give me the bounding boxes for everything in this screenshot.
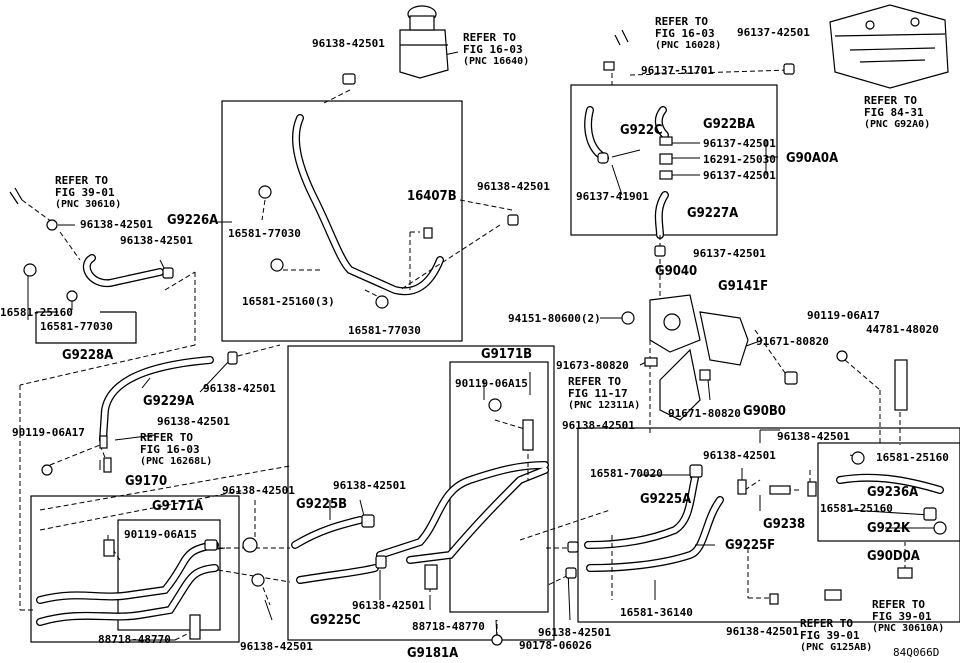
part-16581-77030: 16581-77030: [348, 324, 421, 337]
part-96138-42501: 96138-42501: [203, 382, 276, 395]
part-96138-42501: 96138-42501: [222, 484, 295, 497]
group-g9228a: G9228A: [62, 348, 114, 363]
group-g90a0a: G90A0A: [786, 151, 839, 166]
box-g90a0a: [570, 84, 778, 236]
part-16581-25160: 16581-25160: [876, 451, 949, 464]
group-g9225c: G9225C: [310, 613, 361, 628]
part-16581-77030: 16581-77030: [228, 227, 301, 240]
part-96137-41901: 96137-41901: [576, 190, 649, 203]
group-g922k: G922K: [867, 521, 911, 536]
diagram-id: 84Q066D: [893, 646, 940, 659]
group-g9141f: G9141F: [718, 279, 769, 294]
part-96137-51701: 96137-51701: [641, 64, 714, 77]
part-91673-80820: 91673-80820: [556, 359, 629, 372]
part-96138-42501: 96138-42501: [352, 599, 425, 612]
part-16581-77030: 16581-77030: [40, 320, 113, 333]
box-g9170: [30, 495, 240, 643]
part-90178-06026: 90178-06026: [519, 639, 592, 652]
part-96138-42501: 96138-42501: [726, 625, 799, 638]
group-g9226a: G9226A: [167, 213, 219, 228]
part-96137-42501: 96137-42501: [737, 26, 810, 39]
part-96137-42501: 96137-42501: [703, 169, 776, 182]
reservoir-drawing: [399, 5, 449, 79]
group-g9236a: G9236A: [867, 485, 919, 500]
part-90119-06a17: 90119-06A17: [807, 309, 880, 322]
part-90119-06a15: 90119-06A15: [455, 377, 528, 390]
part-88718-48770: 88718-48770: [412, 620, 485, 633]
group-g9171a: G9171A: [152, 499, 204, 514]
refer-fig-16-03-pnc-16640[interactable]: REFER TO FIG 16-03 (PNC 16640): [463, 31, 530, 68]
box-g9181a: [287, 345, 555, 641]
group-g9170: G9170: [125, 474, 168, 489]
refer-fig-39-01-pnc-g125ab[interactable]: REFER TO FIG 39-01 (PNC G125AB): [800, 617, 873, 654]
group-g9225a: G9225A: [640, 492, 692, 507]
part-91671-80820: 91671-80820: [756, 335, 829, 348]
group-g922ba: G922BA: [703, 117, 755, 132]
box-g9226a: [221, 100, 463, 342]
group-g9225f: G9225F: [725, 538, 776, 553]
group-g9171b: G9171B: [481, 347, 533, 362]
part-96138-42501: 96138-42501: [477, 180, 550, 193]
part-44781-48020: 44781-48020: [866, 323, 939, 336]
clamp-top: [342, 73, 356, 85]
refer-fig-39-01-pnc-30610[interactable]: REFER TO FIG 39-01 (PNC 30610): [55, 174, 122, 211]
part-96138-42501: 96138-42501: [80, 218, 153, 231]
refer-fig-39-01-pnc-30610a[interactable]: REFER TO FIG 39-01 (PNC 30610A): [872, 598, 945, 635]
group-g9229a: G9229A: [143, 394, 195, 409]
part-96138-42501: 96138-42501: [538, 626, 611, 639]
box-g9171a: [117, 519, 221, 631]
part-90119-06a15: 90119-06A15: [124, 528, 197, 541]
box-g90b0: [577, 427, 960, 623]
group-g9181a: G9181A: [407, 646, 459, 661]
part-16291-25030: 16291-25030: [703, 153, 776, 166]
part-96138-42501: 96138-42501: [703, 449, 776, 462]
part-96137-42501: 96137-42501: [703, 137, 776, 150]
inverter-drawing: [829, 4, 949, 89]
group-g9238: G9238: [763, 517, 806, 532]
part-90119-06a17: 90119-06A17: [12, 426, 85, 439]
part-96138-42501: 96138-42501: [333, 479, 406, 492]
part-96138-42501: 96138-42501: [312, 37, 385, 50]
group-g9225b: G9225B: [296, 497, 348, 512]
group-g90d0a: G90D0A: [867, 549, 920, 564]
pump-drawing: [649, 294, 749, 421]
refer-fig-16-03-pnc-16028[interactable]: REFER TO FIG 16-03 (PNC 16028): [655, 15, 722, 52]
box-g90d0a: [817, 442, 960, 542]
part-96138-42501: 96138-42501: [777, 430, 850, 443]
refer-fig-11-17-pnc-12311a[interactable]: REFER TO FIG 11-17 (PNC 12311A): [568, 375, 641, 412]
part-96138-42501: 96138-42501: [562, 419, 635, 432]
part-96138-42501: 96138-42501: [240, 640, 313, 653]
part-96137-42501: 96137-42501: [693, 247, 766, 260]
part-16581-25160-3: 16581-25160(3): [242, 295, 335, 308]
group-g9040: G9040: [655, 264, 698, 279]
group-g90b0: G90B0: [743, 404, 786, 419]
refer-fig-16-03-pnc-16268l[interactable]: REFER TO FIG 16-03 (PNC 16268L): [140, 431, 213, 468]
group-g922c: G922C: [620, 123, 663, 138]
part-16581-25160: 16581-25160: [820, 502, 893, 515]
part-91671-80820: 91671-80820: [668, 407, 741, 420]
part-96138-42501: 96138-42501: [157, 415, 230, 428]
part-16581-36140: 16581-36140: [620, 606, 693, 619]
part-16581-25160: 16581-25160: [0, 306, 73, 319]
group-g9227a: G9227A: [687, 206, 739, 221]
part-96138-42501: 96138-42501: [120, 234, 193, 247]
part-88718-48770: 88718-48770: [98, 633, 171, 646]
part-16581-70020: 16581-70020: [590, 467, 663, 480]
part-94151-80600: 94151-80600(2): [508, 312, 601, 325]
part-16407b: 16407B: [407, 189, 457, 204]
refer-fig-84-31-pnc-g92a0[interactable]: REFER TO FIG 84-31 (PNC G92A0): [864, 94, 931, 131]
box-g9171b: [449, 361, 549, 613]
